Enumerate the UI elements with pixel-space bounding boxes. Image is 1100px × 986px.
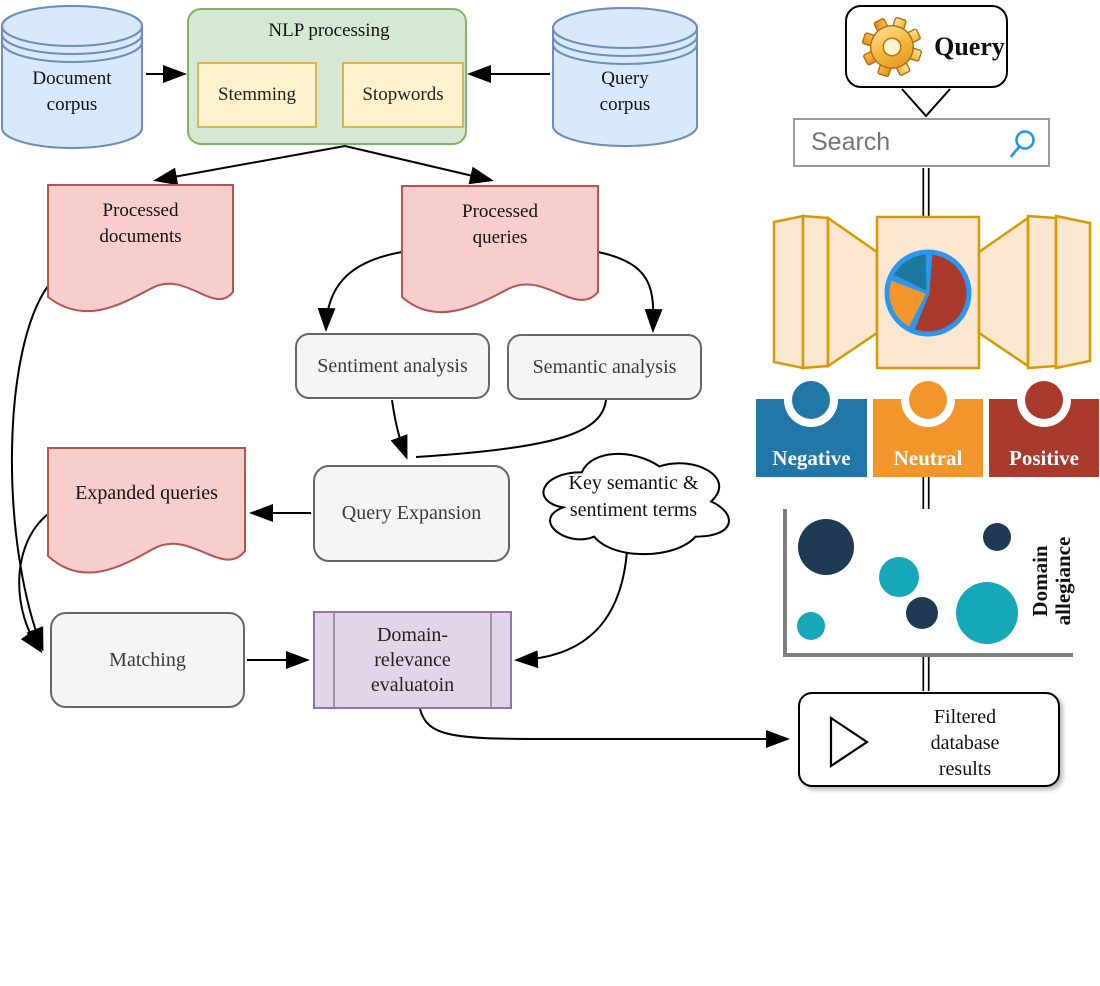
- funnel-layer-left-2: [801, 214, 830, 370]
- badge-dot: [792, 381, 830, 419]
- stemming-box: Stemming: [197, 62, 317, 128]
- funnel-layer-right-1: [1054, 214, 1092, 370]
- play-triangle-icon: [829, 715, 869, 769]
- pie-slice-positive: [911, 251, 970, 335]
- arrow-merge-to-qe: [390, 399, 408, 460]
- document-corpus-label: Document corpus: [32, 68, 112, 115]
- connector-arrows: [11, 65, 951, 748]
- document-corpus-cylinder: [1, 5, 143, 149]
- pipe-connectors: [922, 168, 930, 691]
- bubble-0: [798, 519, 854, 575]
- bubble-5: [956, 582, 1018, 644]
- neutral-badge-label: Neutral: [893, 446, 963, 470]
- search-icon: [1010, 130, 1035, 158]
- bubble-group: [797, 519, 1018, 644]
- arrow-expanded-to-matching: [18, 513, 49, 654]
- arrow-semantic-merge: [415, 399, 607, 458]
- semantic-analysis-box: Semantic analysis: [507, 334, 702, 400]
- query-corpus-label: Query corpus: [599, 68, 651, 115]
- bubble-2: [983, 523, 1011, 551]
- cloud-note-label: Key semantic & sentiment terms: [568, 472, 699, 521]
- bubble-chart-axes: [783, 509, 1073, 657]
- gear-icon: [862, 16, 923, 77]
- sentiment-pie: [884, 249, 972, 337]
- query-corpus-cylinder: [552, 7, 698, 147]
- domain-allegiance-axis-label: Domain allegiance: [1028, 536, 1076, 626]
- sentiment-badge-positive: [989, 373, 1099, 477]
- funnel-layer-left-1: [772, 214, 805, 370]
- funnel-layer-right-2: [1026, 214, 1058, 370]
- sentiment-analysis-box: Sentiment analysis: [295, 333, 490, 399]
- arrow-nlp-to-processed-docs: [153, 145, 346, 186]
- badge-dot: [1025, 381, 1063, 419]
- sentiment-badge-negative: [756, 373, 867, 477]
- processed-documents-shape: [47, 184, 234, 313]
- negative-badge-label: Negative: [772, 446, 851, 470]
- pie-slice-negative: [889, 251, 930, 296]
- stopwords-box: Stopwords: [342, 62, 464, 128]
- search-box: [793, 118, 1050, 167]
- arrow-pq-to-semantic: [597, 251, 663, 333]
- query-node-label: Query: [934, 31, 1005, 61]
- cylinder-top: [1, 5, 143, 47]
- matching-box: Matching: [50, 612, 245, 708]
- processed-documents-label: Processed documents: [99, 200, 182, 247]
- query-expansion-box: Query Expansion: [313, 465, 510, 562]
- sentiment-badge-neutral: [873, 373, 983, 477]
- arrow-nlp-to-processed-queries: [344, 145, 494, 185]
- arrow-pq-to-sentiment: [317, 251, 403, 332]
- bubble-3: [906, 597, 938, 629]
- bubble-4: [797, 612, 825, 640]
- domain-relevance-label: Domain- relevance evaluatoin: [370, 623, 455, 696]
- processed-queries-shape: [401, 185, 599, 314]
- filtered-results-box: Filtered database results: [798, 692, 1060, 787]
- cylinder-top: [552, 7, 698, 49]
- arrow-cloud-to-domain: [514, 550, 628, 669]
- positive-badge-label: Positive: [1009, 446, 1079, 470]
- search-input[interactable]: [793, 118, 1050, 167]
- arrow-pd-to-matching: [11, 285, 49, 652]
- badge-dot: [909, 381, 947, 419]
- query-node: Query: [845, 5, 1008, 88]
- process-bar-right: [490, 613, 492, 707]
- bubble-1: [879, 557, 919, 597]
- expanded-queries-label: Expanded queries: [75, 482, 218, 504]
- pie-slice-neutral: [886, 276, 931, 331]
- arrow-domain-to-filtered: [419, 708, 790, 748]
- process-bar-left: [333, 613, 335, 707]
- filtered-results-label: Filtered database results: [930, 706, 1000, 780]
- funnel-layer-right-3: [977, 215, 1030, 369]
- nlp-processing-title: NLP processing: [268, 20, 390, 41]
- funnel-layer-left-3: [826, 215, 879, 369]
- key-terms-cloud: [542, 453, 730, 556]
- expanded-queries-shape: [47, 447, 246, 574]
- domain-relevance-box: Domain- relevance evaluatoin: [313, 611, 512, 709]
- processed-queries-label: Processed queries: [462, 201, 538, 248]
- query-pointer-v: [901, 88, 951, 118]
- nlp-processing-box: NLP processing Stemming Stopwords: [187, 8, 467, 145]
